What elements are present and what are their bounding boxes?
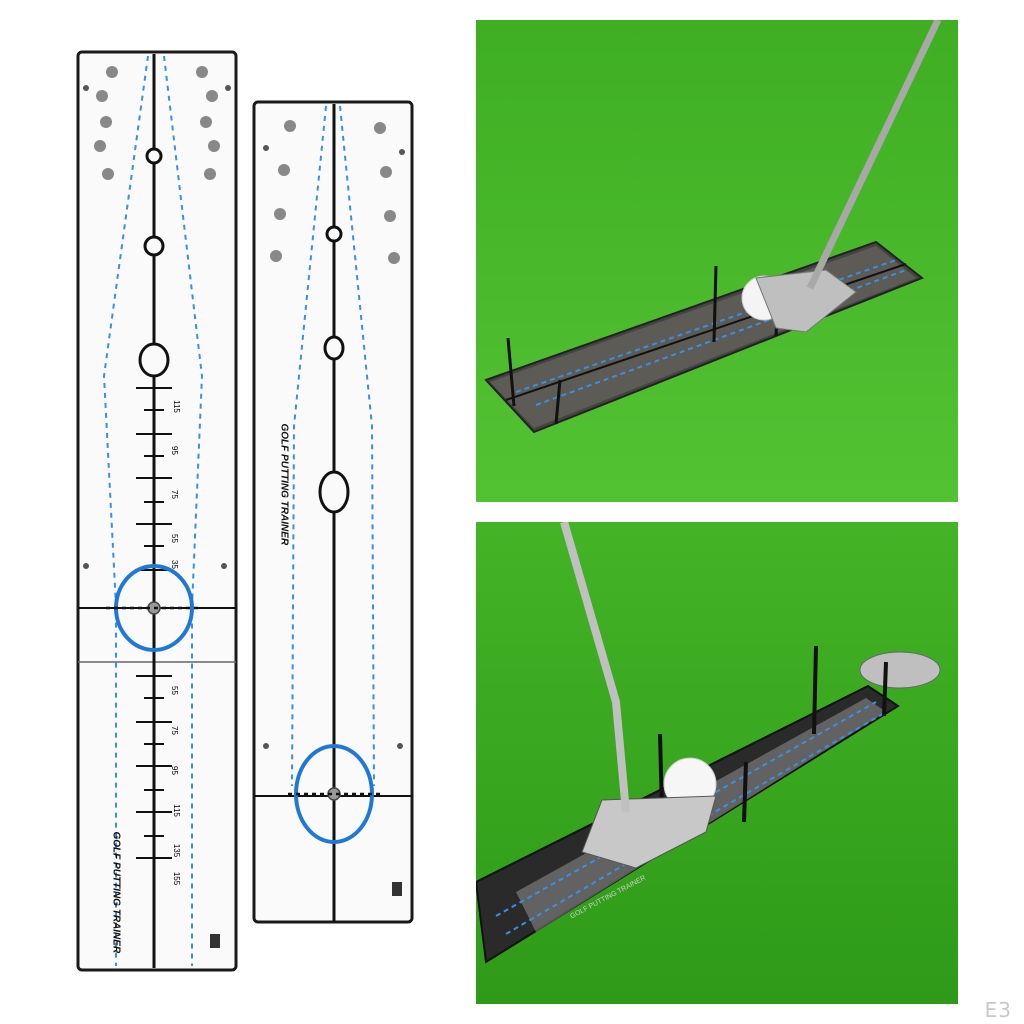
scale-upper: 115 95 75 55 35 [169,400,190,572]
scale-label: 55 [169,534,179,543]
photo-top-trainer-on-grass [476,20,958,502]
scale-label: 75 [169,726,179,735]
photo-bottom-trainer-near-hole: GOLF PUTTING TRAINER [476,522,958,1004]
scale-lower: 55 75 95 115 135 155 [170,686,190,886]
short-trainer-board-graphic [252,100,414,924]
scale-label: 95 [169,446,179,455]
scale-label: 115 [171,400,181,413]
watermark: E3 [984,998,1012,1022]
scale-label: 55 [169,686,179,695]
scale-label: 35 [169,560,179,569]
scale-label: 115 [171,804,181,817]
product-label-left: GOLF PUTTING TRAINER [110,831,122,954]
scale-label: 155 [172,871,182,886]
product-label-right: GOLF PUTTING TRAINER [278,423,290,546]
photo-top-graphic [476,20,958,502]
scale-label: 135 [172,843,182,858]
scale-label: 95 [169,766,179,775]
scale-label: 75 [169,490,179,499]
short-trainer-board: GOLF PUTTING TRAINER [248,96,418,928]
long-trainer-board: 115 95 75 55 35 55 75 95 115 135 155 GOL… [66,46,242,976]
long-trainer-board-graphic [76,50,238,972]
photo-bottom-graphic [476,522,958,1004]
